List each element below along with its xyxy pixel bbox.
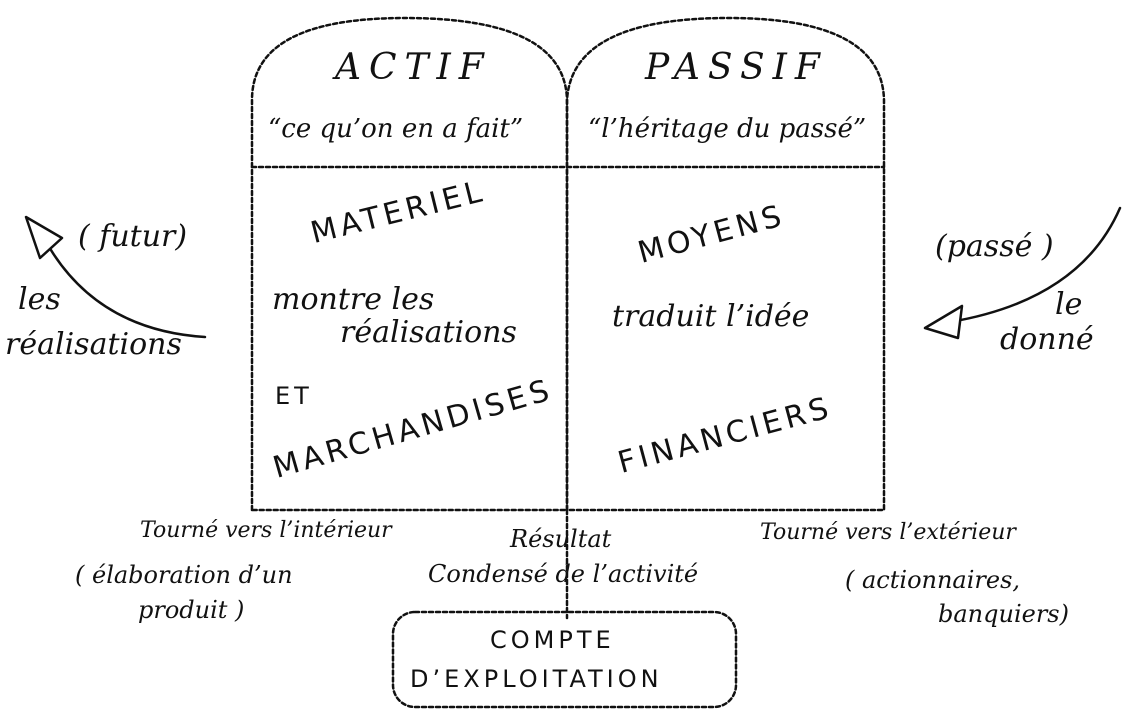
right-line-1: le bbox=[1055, 287, 1083, 322]
account-box-outline bbox=[391, 610, 738, 709]
account-line-1: COMPTE bbox=[490, 626, 615, 654]
passif-subtitle: “l’héritage du passé” bbox=[588, 114, 867, 144]
left-arrow-curve bbox=[43, 238, 207, 339]
actif-shows-line-1: montre les bbox=[272, 282, 435, 317]
bottom-right-line-1: Tourné vers l’extérieur bbox=[760, 520, 1016, 545]
passif-translates: traduit l’idée bbox=[612, 299, 810, 334]
bottom-left-line-2: ( élaboration d’un bbox=[75, 561, 293, 589]
actif-subtitle: “ce qu’on en a fait” bbox=[268, 114, 524, 144]
bottom-right-line-3: banquiers) bbox=[938, 600, 1069, 628]
right-tense-label: (passé ) bbox=[935, 229, 1054, 264]
passif-tablet-outline bbox=[565, 16, 886, 512]
bottom-left-line-1: Tourné vers l’intérieur bbox=[140, 518, 392, 543]
left-line-1: les bbox=[18, 282, 61, 317]
actif-title: ACTIF bbox=[335, 47, 492, 88]
actif-shows-line-2: réalisations bbox=[340, 315, 517, 350]
left-tense-label: ( futur) bbox=[78, 219, 188, 254]
bottom-center-line-2: Condensé de l’activité bbox=[428, 560, 699, 588]
bottom-center-line-1: Résultat bbox=[510, 525, 612, 553]
right-arrow-head bbox=[923, 304, 964, 340]
right-line-2: donné bbox=[1000, 322, 1094, 357]
right-arrow-curve bbox=[948, 206, 1122, 324]
left-arrow-head bbox=[24, 215, 64, 260]
bottom-right-line-2: ( actionnaires, bbox=[845, 566, 1021, 594]
bottom-left-line-3: produit ) bbox=[138, 596, 245, 624]
actif-and: ET bbox=[275, 382, 313, 410]
passif-title: PASSIF bbox=[645, 47, 828, 88]
actif-tablet-outline bbox=[250, 16, 569, 512]
left-line-2: réalisations bbox=[5, 327, 182, 362]
account-line-2: D’EXPLOITATION bbox=[410, 665, 663, 693]
